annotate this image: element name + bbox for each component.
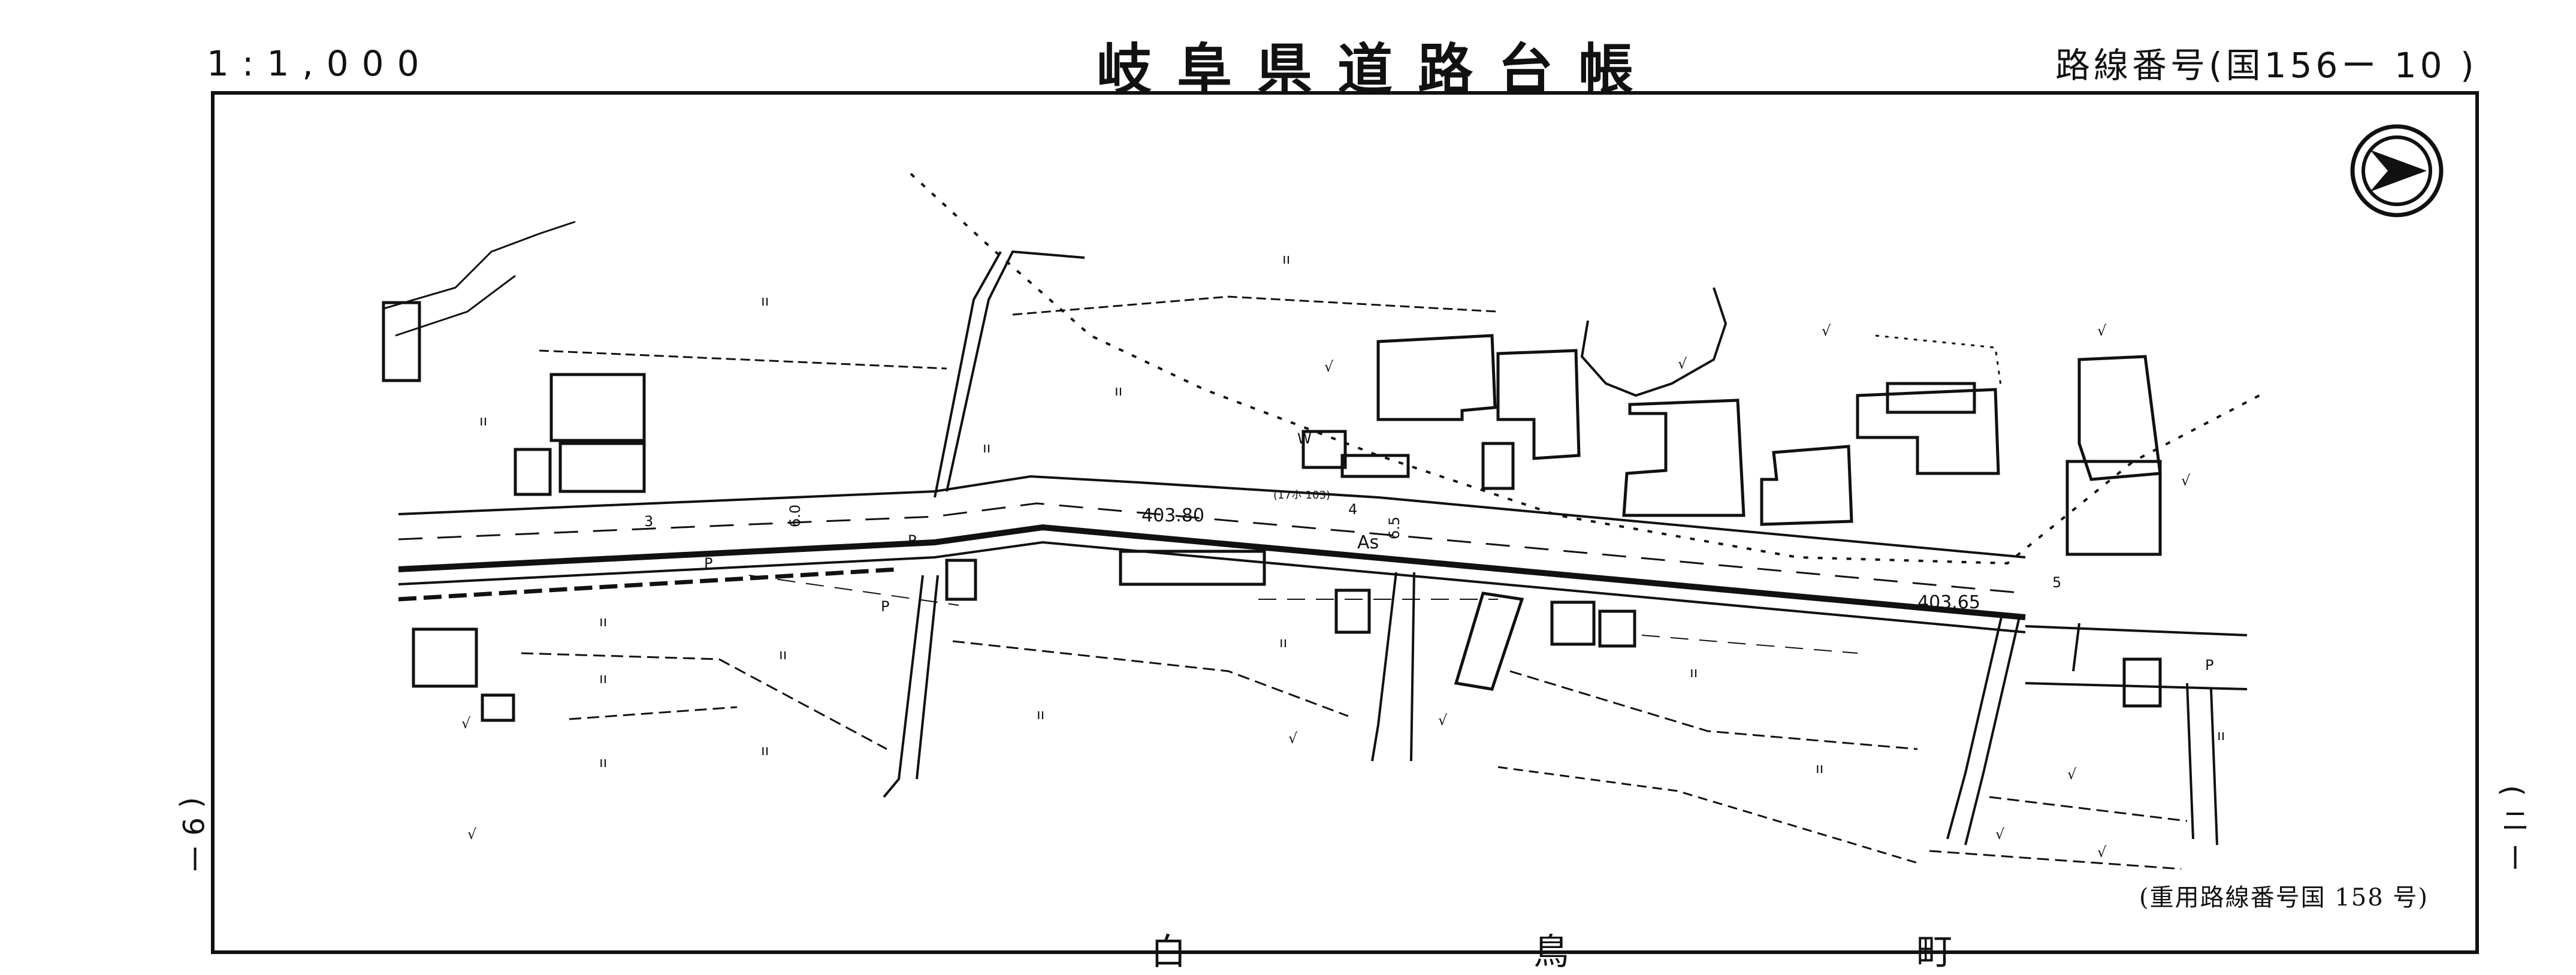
svg-text:√: √ [1822, 322, 1831, 339]
land-use-symbols: ıı ıı ıı ıı ıı ıı ıı ıı ıı ıı ıı ıı ıı ıı ıı √ √ √ √… [461, 250, 2225, 861]
buildings [382, 301, 2162, 722]
svg-text:√: √ [1438, 712, 1448, 729]
sheet-mark-left: ( 9 ー [176, 797, 209, 874]
svg-text:ıı: ıı [779, 646, 787, 663]
svg-text:√: √ [1678, 355, 1687, 372]
road-surface-label: As [1357, 532, 1379, 553]
svg-text:ıı: ıı [1282, 250, 1290, 267]
svg-text:ıı: ıı [1279, 634, 1287, 651]
parking-mark: P [908, 532, 916, 549]
svg-text:ıı: ıı [1115, 382, 1122, 399]
elevation-label: 403.80 [1141, 505, 1204, 526]
elevation-label: 403.65 [1917, 592, 1980, 613]
lane-number: 5 [2052, 574, 2061, 591]
svg-text:ıı: ıı [2217, 727, 2225, 744]
railway-line [910, 173, 2266, 565]
svg-text:√: √ [461, 715, 471, 732]
svg-text:ıı: ıı [983, 439, 990, 456]
well-label: W [1297, 430, 1312, 447]
svg-text:√: √ [2097, 322, 2107, 339]
north-arrow-icon [2350, 124, 2444, 218]
road-map: 403.80 403.65 As (17ホ 103) W P P P P 6.0… [382, 124, 2444, 870]
parking-mark: P [704, 555, 712, 572]
svg-text:ıı: ıı [1037, 706, 1044, 723]
parking-mark: P [2205, 657, 2213, 674]
sheet-mark-right: ( ニ ー [2496, 785, 2529, 873]
svg-text:√: √ [2067, 766, 2077, 783]
map-scale: 1:1,000 [207, 43, 433, 84]
svg-text:ıı: ıı [479, 412, 487, 429]
road-width-label: 6.5 [1386, 517, 1403, 539]
svg-text:√: √ [467, 826, 477, 843]
svg-text:ıı: ıı [599, 613, 607, 630]
benchmark-label: (17ホ 103) [1273, 489, 1330, 502]
route-number: 路線番号(国156ー 10 ) [2055, 45, 2478, 86]
lane-number: 3 [644, 513, 653, 530]
lane-number: 4 [1348, 501, 1357, 518]
svg-text:ıı: ıı [599, 754, 607, 771]
embankments [383, 221, 2188, 870]
road-carriageway [398, 475, 2248, 690]
svg-text:ıı: ıı [761, 292, 769, 309]
dual-route-note: (重用路線番号国 158 号) [2139, 884, 2429, 911]
svg-text:ıı: ıı [1816, 760, 1823, 777]
svg-text:√: √ [1324, 358, 1334, 375]
parking-mark: P [881, 598, 889, 615]
side-roads [883, 250, 2218, 846]
svg-text:√: √ [1288, 730, 1298, 747]
svg-text:ıı: ıı [761, 742, 769, 759]
svg-text:√: √ [2181, 472, 2191, 489]
field-boundaries [748, 575, 1858, 654]
svg-text:ıı: ıı [599, 670, 607, 687]
road-width-label: 6.0 [787, 505, 804, 527]
town-name: 白 鳥 町 [1150, 931, 2121, 973]
svg-text:√: √ [1995, 826, 2005, 843]
svg-text:ıı: ıı [1690, 664, 1698, 681]
svg-text:√: √ [2097, 844, 2107, 861]
